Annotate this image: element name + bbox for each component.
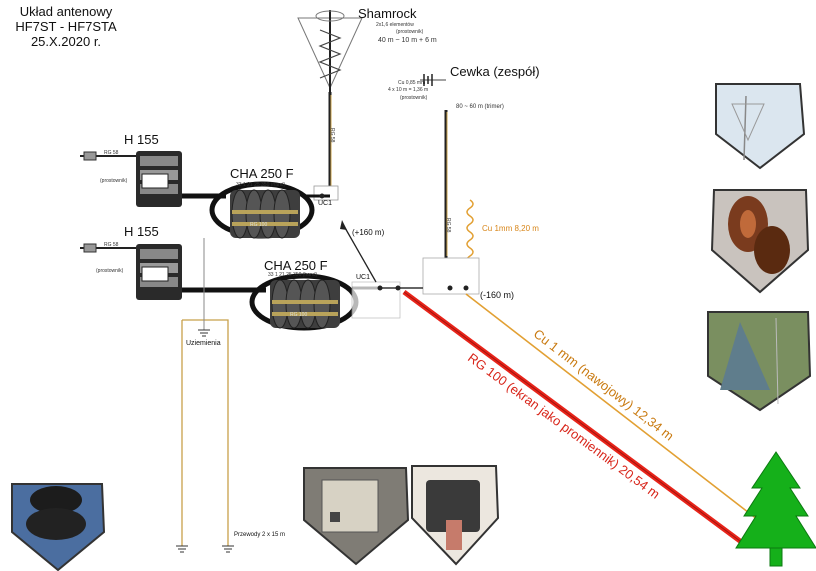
uc1-lower-label: UC1 [356,274,371,281]
title-line-2: HF7ST - HF7STA [15,19,117,34]
radio2-icon [136,244,182,300]
photo-choke-right-icon [411,465,500,566]
shamrock-dims: 40 m ~ 10 m + 6 m [378,37,437,44]
uc1-upper-box [313,185,339,201]
uc1-lower-box [351,281,401,319]
uc1-upper-label: UC1 [318,200,333,207]
photo-box-icon [303,467,410,566]
ground-label: Uziemienia [186,340,221,347]
diagram-title: Układ antenowy HF7ST - HF7STA 25.X.2020 … [6,4,126,49]
tree-icon [735,451,816,567]
photo-choke-left-icon [11,483,106,571]
shamrock-note-1: 2x1,6 elementów [376,22,414,28]
cha2-coax: RG 100 [290,312,308,318]
cha2-note: 33 1 21 25 350 (hand) [268,272,318,278]
arrow-up [343,225,377,283]
minus-160-label: (-160 m) [480,290,515,300]
shamrock-feed-label: RG 58 [329,128,335,143]
ground-symbol-icon [176,545,234,553]
ground-wire-label: Przewody 2 x 15 m [234,532,286,538]
ground-symbol-icon [198,329,210,337]
radio1-port: RG 58 [104,150,119,156]
radio2-note: (prostownik) [96,268,124,274]
radio2-port: RG 58 [104,242,119,248]
shamrock-label: Shamrock [358,6,417,21]
coil-feed-label: RG 58 [445,218,451,233]
radio2-label: H 155 [124,224,159,239]
radio1-icon [136,151,182,207]
cha2-label: CHA 250 F [264,258,328,273]
coil-note-1: Cu 0,85 mm [398,80,426,86]
shamrock-note-2: (prostownik) [396,29,424,35]
photo-coil-icon [710,189,810,294]
coil-note-3: (prostownik) [400,95,428,101]
coil-band: 80 ~ 60 m (trimer) [456,104,504,110]
title-line-3: 25.X.2020 r. [30,34,102,49]
coil-label: Cewka (zespół) [450,64,540,79]
coil-note-2: 4 x 10 m = 1,36 m [388,87,429,93]
radiator-orange-wire [465,293,785,541]
coil-wire-label: Cu 1mm 8,20 m [482,224,539,233]
photo-shamrock-icon [715,83,806,170]
cha1-label: CHA 250 F [230,166,294,181]
photo-tree-icon [707,311,812,412]
title-line-1: Układ antenowy [19,4,113,19]
radio1-label: H 155 [124,132,159,147]
cha2-choke-icon [249,273,359,331]
ground-wire-2 [182,319,229,546]
shamrock-antenna-icon [297,10,363,92]
cha1-choke-icon [209,181,315,239]
radio1-note: (prostownik) [100,178,128,184]
coil-assembly-icon [420,74,446,86]
plus-160-label: (+160 m) [352,228,385,237]
cha1-note: 33 1 21 25 350 (hand) [236,182,286,188]
cha1-coax: RG 100 [250,222,268,228]
